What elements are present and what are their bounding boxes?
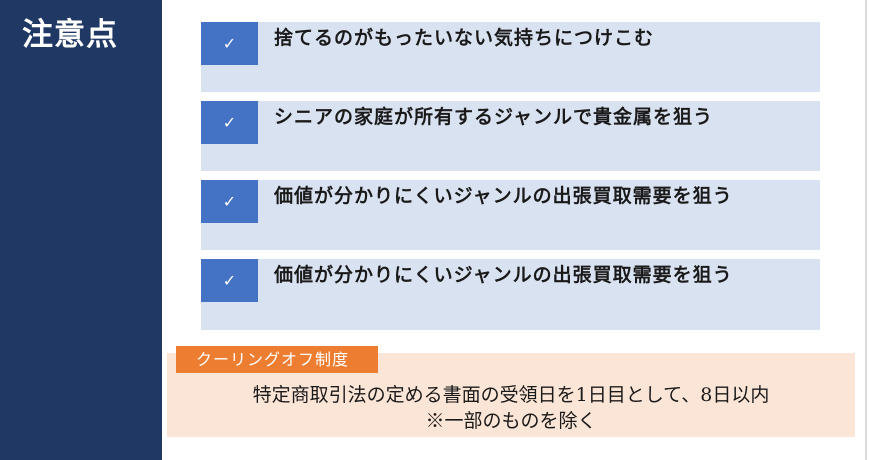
checklist-item-text: 価値が分かりにくいジャンルの出張買取需要を狙う (274, 264, 733, 286)
check-icon: ✓ (201, 259, 258, 302)
notice-line-1: 特定商取引法の定める書面の受領日を1日目として、8日以内 (252, 384, 770, 406)
checklist-item-text: 捨てるのがもったいない気持ちにつけこむ (274, 27, 655, 49)
checklist-item: ✓ 価値が分かりにくいジャンルの出張買取需要を狙う (201, 259, 820, 330)
checklist-item-text: 価値が分かりにくいジャンルの出張買取需要を狙う (274, 185, 733, 207)
page-title: 注意点 (22, 17, 118, 53)
sidebar: 注意点 (0, 0, 162, 460)
check-icon: ✓ (201, 22, 258, 65)
check-icon: ✓ (201, 180, 258, 223)
page-edge-divider (865, 0, 867, 460)
cooling-off-tag: クーリングオフ制度 (176, 346, 378, 373)
checklist-item: ✓ シニアの家庭が所有するジャンルで貴金属を狙う (201, 101, 820, 171)
checklist-item: ✓ 捨てるのがもったいない気持ちにつけこむ (201, 22, 820, 92)
check-icon: ✓ (201, 101, 258, 144)
notice-line-2: ※一部のものを除く (425, 410, 597, 432)
checklist-item-text: シニアの家庭が所有するジャンルで貴金属を狙う (274, 106, 714, 128)
checklist-item: ✓ 価値が分かりにくいジャンルの出張買取需要を狙う (201, 180, 820, 250)
